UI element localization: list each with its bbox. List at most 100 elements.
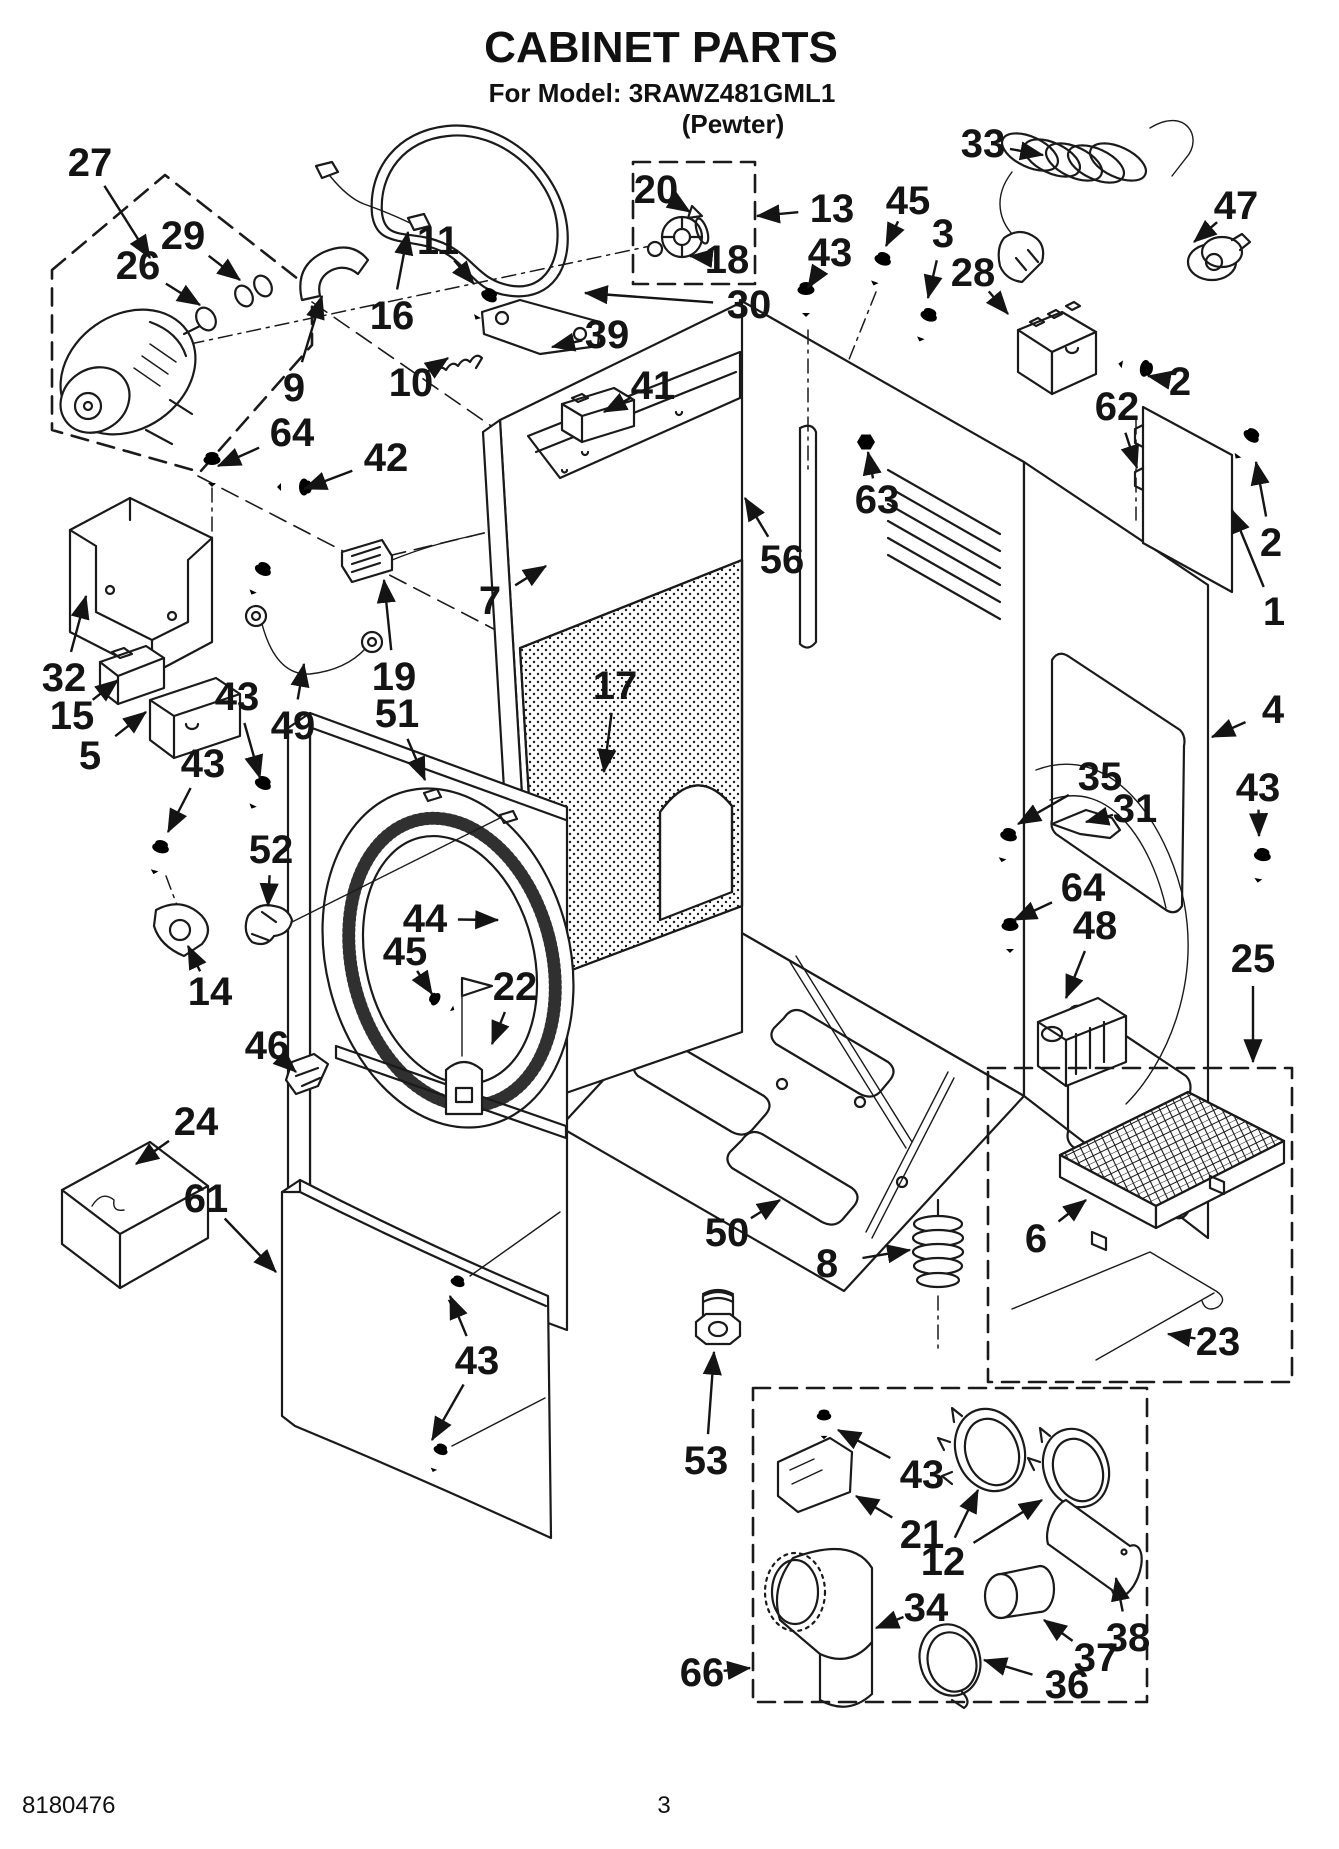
callout-leader-64 [1012, 901, 1053, 922]
part-label-13: 13 [810, 187, 855, 231]
callout-leader-23 [1166, 1328, 1196, 1348]
callout-leader-10 [423, 357, 449, 379]
part-label-64: 64 [1061, 866, 1106, 910]
buzzer-48 [1036, 996, 1128, 1088]
screw-43e [797, 282, 815, 317]
part-label-18: 18 [705, 238, 750, 282]
part-label-36: 36 [1045, 1663, 1090, 1707]
side-harness-wire [1035, 763, 1189, 1105]
part-label-39: 39 [585, 313, 630, 357]
door-seal-44 [342, 811, 562, 1113]
part-label-15: 15 [50, 694, 95, 738]
power-cord-33 [997, 120, 1194, 284]
part-label-48: 48 [1073, 904, 1118, 948]
rear-slot [798, 424, 818, 649]
part-label-22: 22 [493, 965, 538, 1009]
callout-leader-11 [451, 259, 475, 285]
front-panel-assembly [60, 711, 575, 1332]
part-label-43: 43 [808, 231, 853, 275]
callout-leader-8 [862, 1244, 912, 1264]
part-label-34: 34 [904, 1586, 949, 1630]
part-label-37: 37 [1074, 1636, 1119, 1680]
part-label-53: 53 [684, 1439, 729, 1483]
page-number: 3 [657, 1792, 670, 1819]
catch-flag [460, 976, 494, 998]
callout-leader-7 [514, 564, 548, 587]
callout-leader-14 [186, 944, 207, 972]
callout-leader-9 [300, 294, 325, 363]
part-label-44: 44 [403, 897, 448, 941]
callout-leader-24 [135, 1139, 170, 1165]
part-label-6: 6 [1025, 1217, 1047, 1261]
vent-cap-12a [936, 1406, 1027, 1493]
part-label-28: 28 [951, 251, 996, 295]
callout-leader-37 [1043, 1619, 1074, 1642]
callout-leader-47 [1193, 219, 1218, 243]
callout-leader-45 [411, 969, 434, 996]
part-label-61: 61 [184, 1177, 229, 1221]
callout-leader-13 [755, 204, 799, 224]
callout-leader-3 [923, 260, 943, 300]
callout-leader-15 [91, 679, 119, 702]
callout-leader-43 [243, 722, 264, 780]
callout-leader-49 [290, 662, 310, 700]
part-label-50: 50 [705, 1211, 750, 1255]
part-label-43: 43 [900, 1453, 945, 1497]
part-label-45: 45 [383, 930, 428, 974]
callout-leader-66 [723, 1660, 752, 1680]
callout-leader-20 [665, 191, 692, 214]
part-label-4: 4 [1262, 688, 1285, 732]
part-label-24: 24 [174, 1100, 219, 1144]
part-label-43: 43 [1236, 766, 1281, 810]
part-label-5: 5 [79, 734, 101, 778]
part-label-43: 43 [215, 675, 260, 719]
screw-2c [1228, 424, 1263, 464]
callout-leader-30 [583, 285, 714, 305]
wire-16 [314, 160, 432, 232]
callout-leader-46 [272, 1049, 297, 1073]
washer-29a [234, 284, 254, 308]
leveling-leg-8 [911, 1198, 965, 1351]
spring-10 [432, 354, 484, 376]
part-label-25: 25 [1231, 937, 1276, 981]
callout-leader-22 [490, 1011, 510, 1046]
motor-drawing [59, 308, 214, 446]
screw-43a [243, 773, 274, 813]
part-label-27: 27 [68, 141, 113, 185]
callout-leader-52 [259, 875, 279, 908]
part-label-43: 43 [181, 742, 226, 786]
lint-screen-kit-25 [986, 1066, 1294, 1384]
callout-leader-43 [448, 1294, 468, 1337]
callout-leader-35 [1016, 793, 1070, 826]
part-label-38: 38 [1106, 1616, 1151, 1660]
callout-leader-12 [972, 1498, 1044, 1544]
thermal-fuse-15 [98, 644, 166, 706]
part-label-32: 32 [42, 656, 87, 700]
pulley-18 [660, 215, 710, 259]
callout-leader-50 [750, 1198, 782, 1221]
part-label-2: 2 [1169, 360, 1191, 404]
part-label-23: 23 [1196, 1320, 1241, 1364]
part-label-49: 49 [271, 704, 316, 748]
finish-line: (Pewter) [682, 109, 785, 139]
base-struts [789, 955, 955, 1239]
callout-leader-4 [1210, 718, 1246, 739]
washer-18 [646, 240, 664, 258]
lint-grille-6 [1058, 1090, 1286, 1252]
callout-leader-27 [103, 185, 152, 260]
part-label-51: 51 [375, 692, 420, 736]
terminal-block-28 [1016, 300, 1098, 396]
callout-leader-21 [854, 1494, 893, 1519]
screw-2a [243, 559, 274, 599]
clamp-14 [152, 903, 210, 958]
clip-20 [686, 204, 704, 220]
callout-leader-41 [602, 392, 632, 414]
part-label-41: 41 [631, 364, 676, 408]
part-label-45: 45 [886, 179, 931, 223]
callout-leader-33 [1009, 141, 1045, 161]
washer-29b [253, 274, 273, 298]
part-label-16: 16 [370, 294, 415, 338]
callout-leader-63 [862, 450, 882, 479]
